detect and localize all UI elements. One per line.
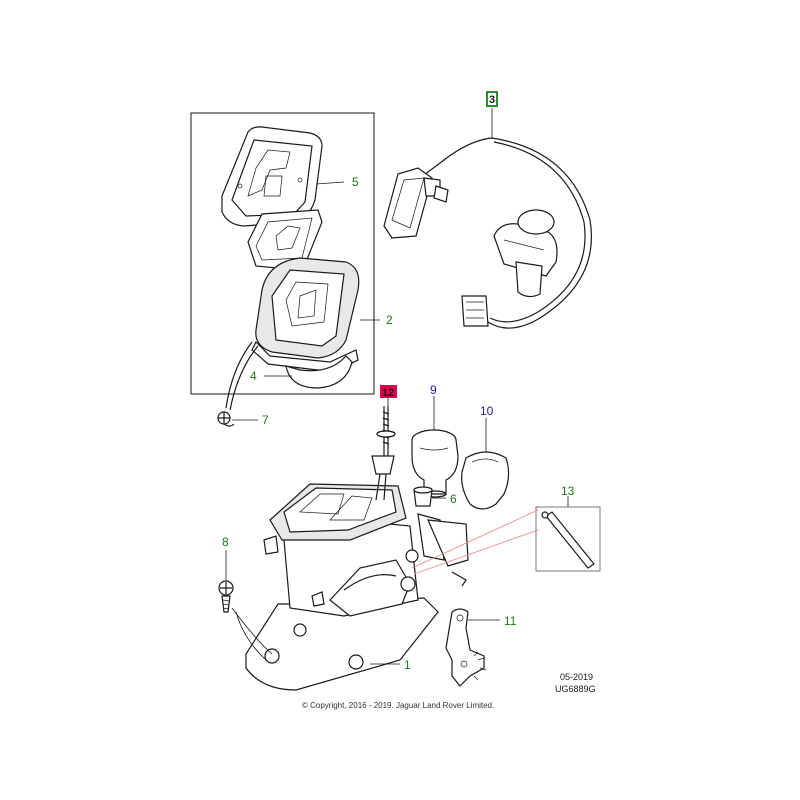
copyright-notice: © Copyright, 2016 - 2019. Jaguar Land Ro… [302,701,494,710]
callout-13: 13 [561,484,575,498]
highlight-line-upper [411,509,539,569]
part-5-gate-bezel [221,126,323,227]
callout-4: 4 [250,369,257,383]
part-11-detent-lever [445,608,487,687]
callout-10: 10 [480,404,494,418]
assembly-group-box [190,112,375,395]
callout-12: 12 [382,387,394,399]
callout-11: 11 [504,614,517,628]
callout-1: 1 [404,658,411,672]
part-12-washer [376,430,396,438]
part-1-selector-housing [245,483,469,691]
part-3-harness [383,137,592,329]
part-4-gate-base [285,355,353,389]
callout-5: 5 [352,175,359,189]
part-8-bolt [218,580,273,661]
part-13-pin-box [535,506,601,572]
part-10-knob [461,451,510,510]
highlight-line-lower [413,529,539,575]
callout-7: 7 [262,413,269,427]
part-9-knob-collar [411,429,459,498]
part-5-gate-seal [247,209,323,271]
illustration-reference: UG6889G [555,684,596,694]
callout-3: 3 [489,94,495,106]
callout-8: 8 [222,535,229,549]
part-7-screw [217,411,235,427]
illustration-date: 05-2019 [560,672,593,682]
callout-6: 6 [450,492,457,506]
callout-12-box [380,385,397,398]
callout-2: 2 [386,313,393,327]
part-2-gate-assembly [251,257,360,373]
cable-lead [229,345,259,411]
callout-9: 9 [430,383,437,397]
part-6-retainer [413,486,433,507]
